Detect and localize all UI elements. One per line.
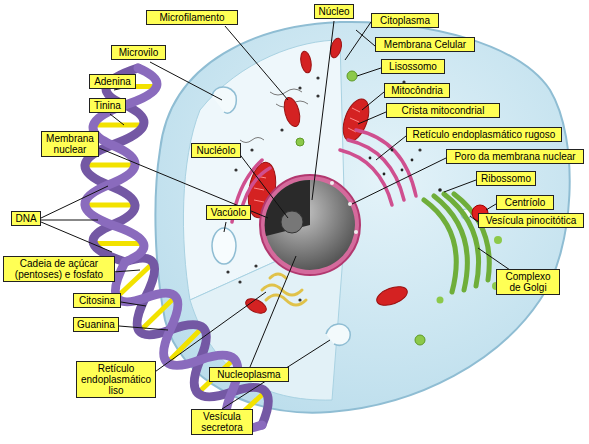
label-text: Adenina	[93, 76, 132, 87]
label-box: Citoplasma	[371, 13, 439, 28]
label-text: Cadeia de açúcar (pentoses) e fosfato	[7, 258, 111, 280]
nuclear-envelope	[260, 175, 360, 275]
label-text: Nucléolo	[195, 145, 237, 156]
label-text: Microvilo	[115, 47, 162, 58]
label-box: Nucléolo	[191, 143, 241, 158]
label-text: Retículo endoplasmático rugoso	[410, 129, 558, 140]
label-box: Membrana Celular	[375, 37, 475, 52]
microvillus	[212, 87, 236, 113]
label-box: Nucleoplasma	[209, 367, 289, 382]
label-box: Mitocôndria	[384, 83, 450, 98]
vacuole	[212, 228, 236, 264]
smooth-er	[262, 274, 306, 305]
label-text: Nucleoplasma	[213, 369, 285, 380]
label-text: Mitocôndria	[388, 85, 446, 96]
label-box: Adenina	[89, 74, 136, 89]
label-text: DNA	[15, 213, 37, 224]
label-box: Vacúolo	[206, 205, 251, 220]
label-box: Microvilo	[111, 45, 166, 60]
label-box: Centríolo	[496, 195, 554, 210]
label-box: Tinina	[89, 98, 126, 113]
label-box: Vesícula secretora	[191, 409, 253, 435]
nucleus-cutaway	[265, 180, 310, 236]
label-box: Lisossomo	[381, 59, 445, 74]
label-text: Retículo endoplasmático liso	[80, 363, 152, 396]
label-text: Núcleo	[318, 6, 350, 17]
label-box: Microfilamento	[146, 10, 238, 25]
label-text: Crista mitocondrial	[390, 105, 496, 116]
label-text: Guanina	[77, 319, 115, 330]
golgi-complex	[424, 194, 489, 292]
label-box: Retículo endoplasmático rugoso	[406, 127, 562, 142]
label-box: Crista mitocondrial	[386, 103, 500, 118]
label-text: Microfilamento	[150, 12, 234, 23]
label-box: Guanina	[73, 317, 119, 332]
label-text: Lisossomo	[385, 61, 441, 72]
label-box: Membrana nuclear	[41, 131, 99, 157]
label-text: Poro da membrana nuclear	[450, 151, 580, 162]
label-box: DNA	[11, 211, 41, 226]
label-box: Núcleo	[314, 4, 354, 19]
label-text: Vesícula secretora	[195, 411, 249, 433]
label-text: Vacúolo	[210, 207, 247, 218]
nucleus	[265, 180, 355, 270]
label-text: Centríolo	[500, 197, 550, 208]
label-box: Citosina	[73, 293, 121, 308]
label-text: Citoplasma	[375, 15, 435, 26]
label-text: Membrana Celular	[379, 39, 471, 50]
nucleolus	[281, 211, 303, 233]
secretory-vesicle	[326, 324, 350, 345]
label-text: Tinina	[93, 100, 122, 111]
nuclear-pores	[330, 181, 358, 234]
label-box: Complexo de Golgi	[496, 269, 560, 295]
golgi-vesicles	[437, 236, 503, 304]
label-text: Ribossomo	[480, 173, 532, 184]
label-box: Cadeia de açúcar (pentoses) e fosfato	[3, 256, 115, 282]
leader-lines	[41, 21, 510, 409]
label-text: Membrana nuclear	[45, 133, 95, 155]
label-text: Citosina	[77, 295, 117, 306]
microfilaments	[240, 89, 308, 143]
label-box: Poro da membrana nuclear	[446, 149, 584, 164]
label-text: Complexo de Golgi	[500, 271, 556, 293]
label-text: Vesícula pinocitótica	[482, 215, 580, 226]
label-box: Retículo endoplasmático liso	[76, 361, 156, 398]
label-box: Ribossomo	[476, 171, 536, 186]
label-box: Vesícula pinocitótica	[478, 213, 584, 228]
